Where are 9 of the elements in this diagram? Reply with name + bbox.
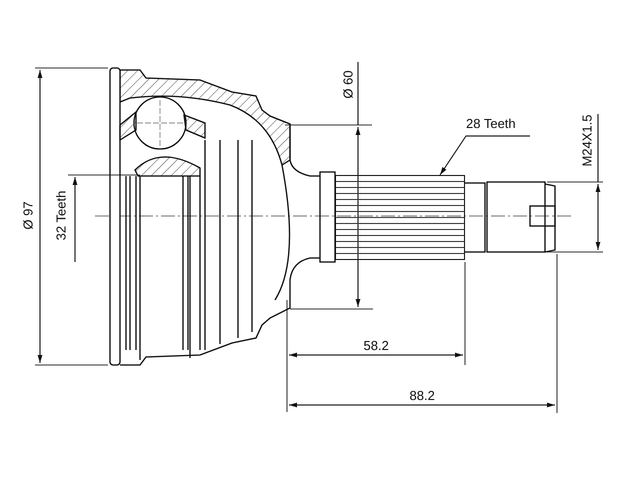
leader-label: 28 Teeth — [466, 116, 516, 132]
dimension-label: Ø 97 — [20, 200, 36, 230]
dimension-label: M24X1.5 — [580, 114, 595, 166]
dimension-label: Ø 60 — [340, 70, 356, 98]
dimension-label: 32 Teeth — [53, 190, 68, 240]
splined-shaft — [335, 175, 465, 260]
dimension-label: 58.2 — [364, 338, 389, 352]
dimension-label: 88.2 — [410, 388, 435, 402]
leader-line — [440, 136, 530, 176]
